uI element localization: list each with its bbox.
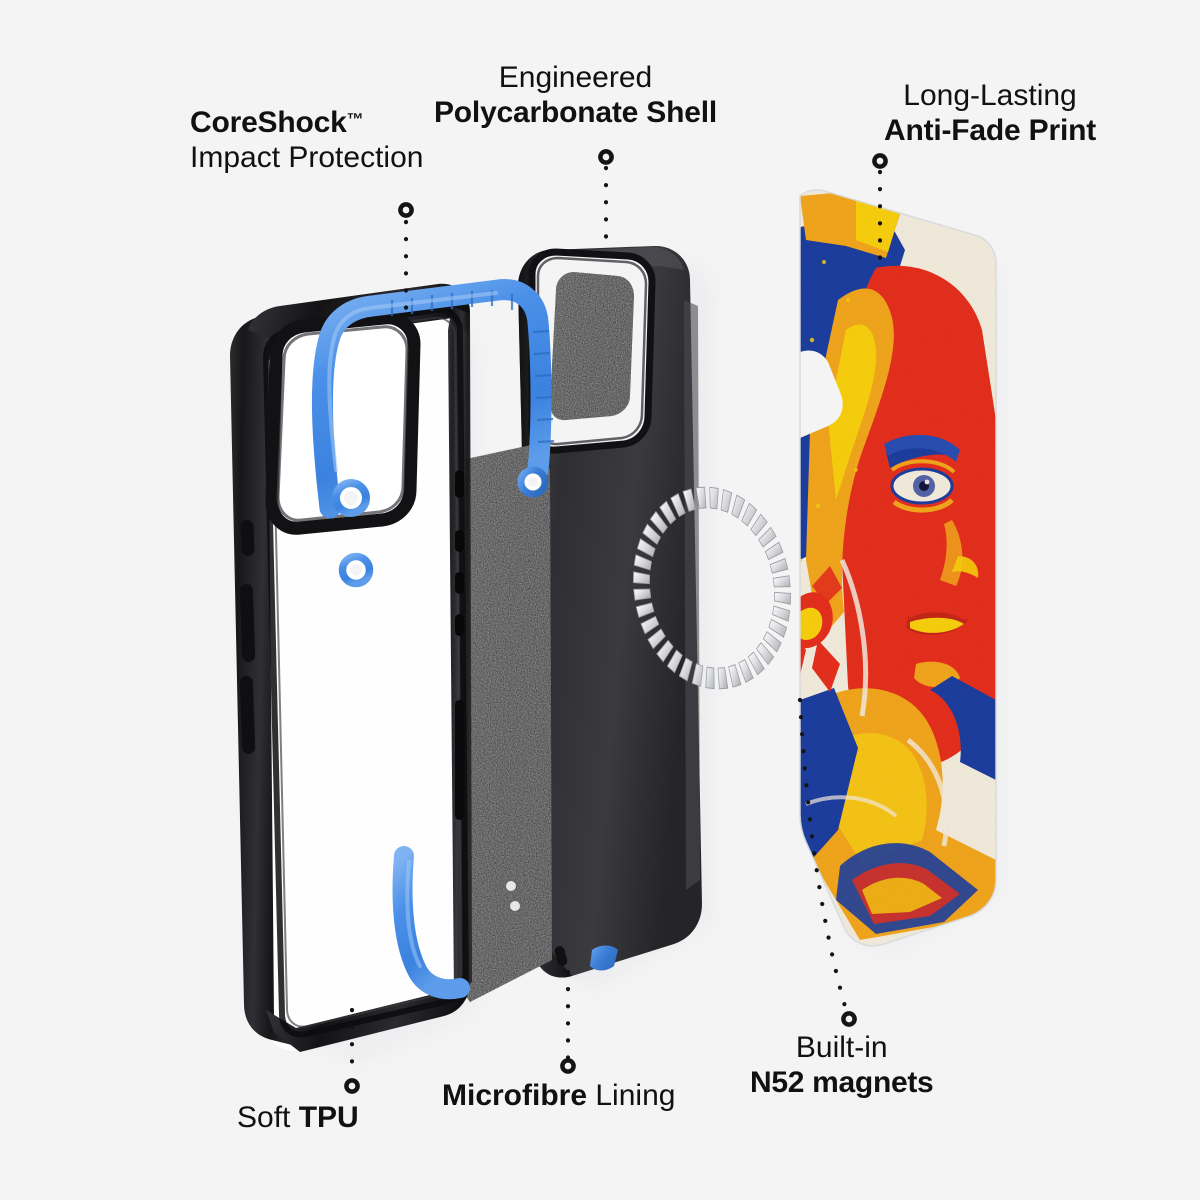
magnet-segment xyxy=(756,642,775,666)
magnet-segment xyxy=(635,602,655,618)
magnet-segment xyxy=(670,493,686,518)
magnet-segment xyxy=(758,526,777,548)
callout-tpu: Soft TPU xyxy=(237,1100,359,1135)
callout-tpu-light: Soft xyxy=(237,1101,299,1134)
magnet-segment xyxy=(741,502,758,527)
magnet-segment xyxy=(768,618,788,638)
magnet-segment xyxy=(682,488,696,512)
tpu-top-rail xyxy=(248,283,470,342)
magnet-segment xyxy=(656,639,674,663)
callout-microfibre-light: Lining xyxy=(587,1079,676,1112)
callout-antifade: Long-Lasting Anti-Fade Print xyxy=(884,78,1096,149)
magnet-segment xyxy=(769,558,789,574)
blue-lens-ring-upper xyxy=(332,479,370,517)
callout-coreshock: CoreShock™ Impact Protection xyxy=(190,105,423,176)
bumper-right-rail-cutouts xyxy=(455,470,520,911)
blue-lens-ring-right xyxy=(517,466,549,498)
magnet-segment xyxy=(709,486,719,510)
artwork-camera-cutout xyxy=(800,350,843,438)
magnet-segment xyxy=(633,571,651,585)
artwork-panel-base xyxy=(800,189,996,946)
magnet-segment xyxy=(633,588,652,601)
clear-back-window xyxy=(248,295,470,1051)
magnet-segment xyxy=(738,658,754,683)
magnet-segment xyxy=(728,664,742,688)
shell-bottom-ports xyxy=(554,946,568,966)
magnet-segment xyxy=(695,486,707,509)
magnet-segment xyxy=(720,489,733,513)
printed-artwork-layer xyxy=(799,189,1006,958)
magnet-segment xyxy=(763,631,782,653)
ring-coreshock xyxy=(398,202,414,218)
magnet-segment xyxy=(731,494,746,519)
callout-leader-rings xyxy=(344,149,888,1094)
callout-microfibre-bold: Microfibre xyxy=(442,1079,588,1112)
tpu-bottom-rail xyxy=(266,958,470,1052)
magnet-segment xyxy=(678,657,693,682)
leader-n52 xyxy=(797,697,849,1013)
magnet-segment xyxy=(772,575,791,588)
magnet-segment xyxy=(773,591,791,605)
magnet-segment xyxy=(705,666,715,690)
magnet-segment xyxy=(666,649,683,674)
shell-blue-tab xyxy=(590,945,618,971)
ring-polycarbonate xyxy=(598,149,614,165)
ring-n52 xyxy=(841,1011,857,1027)
coreshock-blue-strip-bottom xyxy=(392,846,470,1000)
callout-coreshock-line2: Impact Protection xyxy=(190,141,424,175)
magnet-segment xyxy=(659,500,677,525)
callout-polycarbonate-line1: Engineered xyxy=(498,61,653,94)
magnet-segment xyxy=(764,541,784,561)
callout-polycarbonate: Engineered Polycarbonate Shell xyxy=(434,60,717,131)
callout-n52: Built-in N52 magnets xyxy=(750,1030,934,1101)
magnet-segment xyxy=(750,513,768,537)
callout-antifade-line1: Long-Lasting xyxy=(903,79,1077,112)
coreshock-blue-band xyxy=(311,279,555,519)
tpu-left-rail xyxy=(230,312,296,1046)
magnet-segment xyxy=(640,615,660,635)
magnet-segment xyxy=(642,523,661,545)
magnet-segment xyxy=(633,554,652,571)
callout-microfibre: Microfibre Lining xyxy=(442,1078,675,1113)
callout-antifade-line2: Anti-Fade Print xyxy=(884,114,1096,148)
callout-polycarbonate-line2: Polycarbonate Shell xyxy=(434,96,717,130)
magnet-segment xyxy=(772,605,791,622)
callout-tpu-bold: TPU xyxy=(298,1101,359,1134)
magnet-segment xyxy=(649,510,668,534)
callout-coreshock-line1: CoreShock xyxy=(190,106,347,139)
ring-tpu xyxy=(344,1078,360,1094)
ring-microfibre xyxy=(560,1058,576,1074)
shell-body xyxy=(518,245,702,978)
callout-n52-line2: N52 magnets xyxy=(750,1066,934,1100)
shell-camera-cutout xyxy=(528,248,656,454)
blue-lens-ring-lower xyxy=(338,552,374,588)
ring-antifade xyxy=(872,153,888,169)
magsafe-magnet-ring xyxy=(633,486,791,690)
tpu-camera-opening xyxy=(265,311,421,535)
black-polycarbonate-shell xyxy=(518,245,791,990)
callout-leader-lines xyxy=(349,165,883,1081)
trademark-symbol: ™ xyxy=(346,110,364,129)
tpu-right-rail xyxy=(448,306,472,996)
magnet-segment xyxy=(691,663,704,687)
callout-n52-line1: Built-in xyxy=(795,1031,888,1064)
tpu-bumper-frame xyxy=(230,279,555,1064)
tpu-side-buttons xyxy=(239,519,256,754)
magnet-segment xyxy=(747,651,765,676)
magnet-segment xyxy=(636,538,656,558)
magnet-segment xyxy=(647,628,666,650)
magnet-segment xyxy=(717,667,729,690)
microfibre-lining xyxy=(452,444,552,1002)
